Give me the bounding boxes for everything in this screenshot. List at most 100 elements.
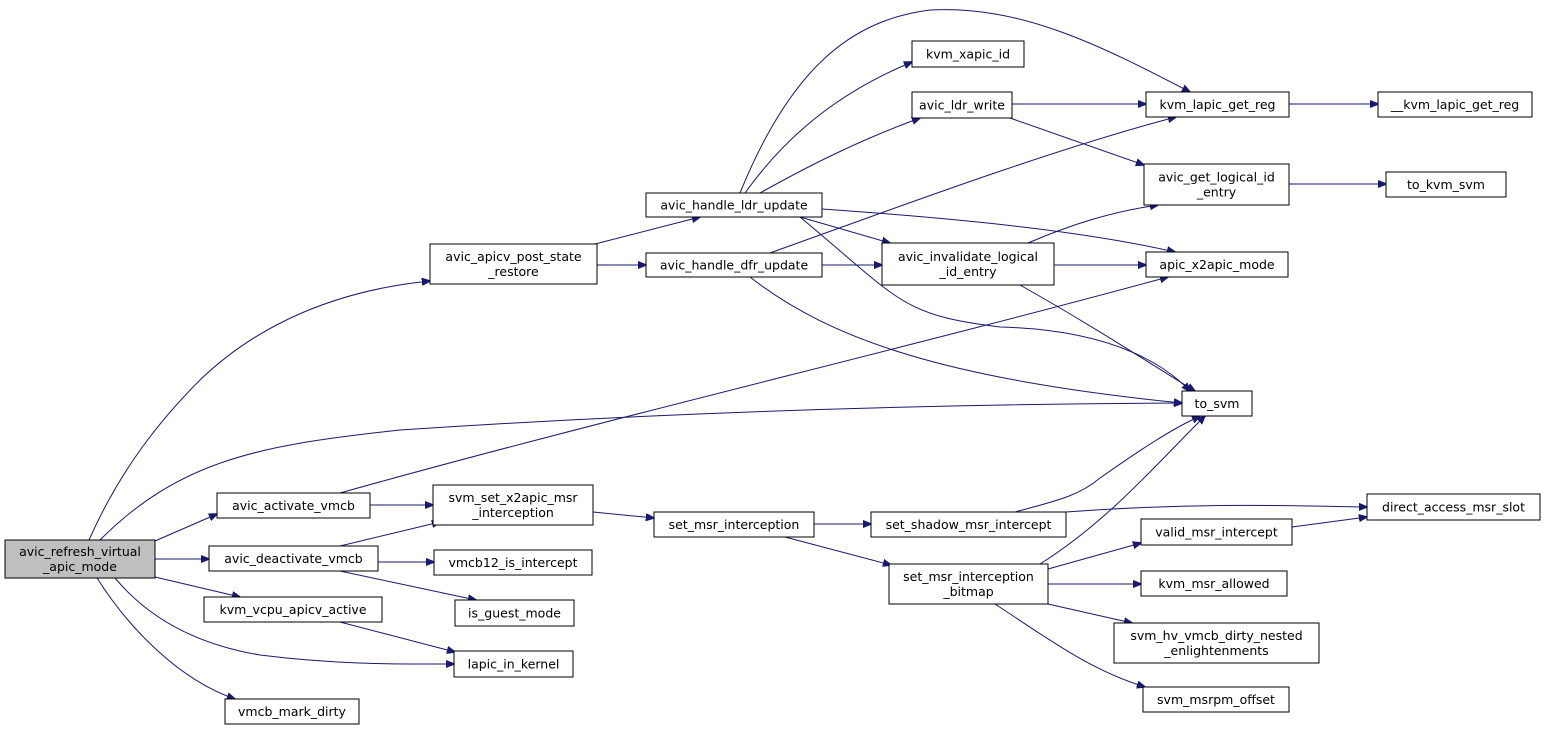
- edge-ldr_update-to-x2apic_mode: [821, 208, 1175, 252]
- edge-invalidate-to-to_svm: [1019, 284, 1195, 391]
- node-label: svm_msrpm_offset: [1157, 692, 1275, 707]
- edge-bitmap-to-msrpm: [994, 603, 1145, 687]
- edge-root-to-activate: [154, 514, 217, 542]
- node-x2apic-mode[interactable]: apic_x2apic_mode: [1145, 251, 1289, 278]
- node-box: [1366, 493, 1541, 521]
- edge-bitmap-to-valid_msr: [1047, 543, 1141, 570]
- edge-dfr_update-to-to_svm: [749, 276, 1182, 403]
- node-lapic-in-kernel[interactable]: lapic_in_kernel: [453, 650, 574, 678]
- node-box: [454, 599, 575, 627]
- node-box: [429, 243, 598, 285]
- node-mark-dirty[interactable]: vmcb_mark_dirty: [224, 698, 360, 725]
- node-box: [911, 91, 1013, 119]
- node-get-reg2[interactable]: __kvm_lapic_get_reg: [1377, 91, 1533, 118]
- edge-ldr_update-to-ldr_write: [759, 118, 920, 194]
- node-label: vmcb12_is_intercept: [448, 555, 577, 570]
- node-label: _entry: [1196, 185, 1237, 200]
- edge-shadow-to-to_svm: [1014, 416, 1200, 513]
- node-label: _id_entry: [939, 264, 998, 279]
- node-activate[interactable]: avic_activate_vmcb: [216, 492, 371, 519]
- node-label: vmcb_mark_dirty: [238, 704, 347, 719]
- node-label: set_msr_interception: [669, 517, 800, 532]
- node-guest-mode[interactable]: is_guest_mode: [454, 599, 575, 627]
- node-label: kvm_lapic_get_reg: [1160, 97, 1276, 112]
- node-label: to_kvm_svm: [1407, 177, 1485, 192]
- node-ldr-write[interactable]: avic_ldr_write: [911, 91, 1013, 119]
- node-msr-allowed[interactable]: kvm_msr_allowed: [1140, 570, 1288, 597]
- node-label: kvm_vcpu_apicv_active: [219, 602, 366, 617]
- edge-shadow-to-direct_slot: [1065, 505, 1367, 513]
- node-label: avic_invalidate_logical: [898, 249, 1038, 264]
- edge-activate-to-x2apic_mode: [339, 277, 1168, 494]
- node-box: [1140, 570, 1288, 597]
- node-ldr-update[interactable]: avic_handle_ldr_update: [645, 192, 823, 218]
- node-vmcb12[interactable]: vmcb12_is_intercept: [433, 549, 593, 576]
- nodes-layer: avic_refresh_virtual_apic_mode avic_apicv…: [4, 40, 1541, 725]
- node-box: [1140, 518, 1293, 546]
- node-label: avic_ldr_write: [919, 98, 1005, 113]
- edge-bitmap-to-hv_dirty: [1047, 603, 1132, 623]
- node-valid-msr[interactable]: valid_msr_intercept: [1140, 518, 1293, 546]
- node-to-svm[interactable]: to_svm: [1181, 390, 1253, 417]
- node-label: avic_activate_vmcb: [232, 498, 355, 513]
- edge-bitmap-to-to_svm: [1039, 416, 1205, 565]
- node-box: [881, 242, 1055, 286]
- edge-ldr_update-to-invalidate: [799, 216, 890, 243]
- edge-deactivate-to-x2apic_msr: [339, 522, 440, 547]
- node-label: avic_deactivate_vmcb: [224, 551, 363, 566]
- node-box: [216, 492, 371, 519]
- edge-root-to-post_restore: [88, 281, 430, 541]
- node-label: set_shadow_msr_intercept: [886, 517, 1052, 532]
- node-box: [1113, 622, 1320, 664]
- node-label: avic_apicv_post_state: [445, 249, 581, 264]
- node-kvm-svm[interactable]: to_kvm_svm: [1385, 171, 1507, 198]
- node-box: [203, 596, 383, 623]
- edges-layer: [88, 9, 1386, 699]
- node-xapic-id[interactable]: kvm_xapic_id: [911, 40, 1025, 68]
- node-get-reg[interactable]: kvm_lapic_get_reg: [1145, 91, 1290, 118]
- edge-deactivate-to-guest_mode: [339, 570, 476, 600]
- node-box: [1143, 163, 1290, 206]
- node-box: [1385, 171, 1507, 198]
- node-box: [208, 545, 379, 572]
- node-label: direct_access_msr_slot: [1382, 500, 1525, 515]
- node-root[interactable]: avic_refresh_virtual_apic_mode: [4, 539, 156, 579]
- node-x2apic-msr[interactable]: svm_set_x2apic_msr_interception: [432, 484, 594, 526]
- node-invalidate[interactable]: avic_invalidate_logical_id_entry: [881, 242, 1055, 286]
- node-dfr-update[interactable]: avic_handle_dfr_update: [645, 252, 823, 278]
- node-box: [1377, 91, 1533, 118]
- edge-ldr_write-to-logical_id: [1009, 117, 1144, 165]
- edge-valid_msr-to-direct_slot: [1291, 517, 1367, 528]
- node-msrpm[interactable]: svm_msrpm_offset: [1142, 686, 1290, 713]
- node-set-msr[interactable]: set_msr_interception: [653, 511, 815, 538]
- node-deactivate[interactable]: avic_deactivate_vmcb: [208, 545, 379, 572]
- node-box: [432, 484, 594, 526]
- node-direct-slot[interactable]: direct_access_msr_slot: [1366, 493, 1541, 521]
- edge-invalidate-to-logical_id: [1027, 205, 1158, 244]
- node-box: [888, 563, 1049, 605]
- node-label: _enlightenments: [1163, 643, 1268, 658]
- node-label: kvm_xapic_id: [926, 47, 1010, 62]
- node-box: [653, 511, 815, 538]
- node-post-restore[interactable]: avic_apicv_post_state_restore: [429, 243, 598, 285]
- node-label: _interception: [471, 505, 554, 520]
- node-box: [224, 698, 360, 725]
- node-label: svm_hv_vmcb_dirty_nested: [1130, 628, 1302, 643]
- node-apicv-active[interactable]: kvm_vcpu_apicv_active: [203, 596, 383, 623]
- node-logical-id[interactable]: avic_get_logical_id_entry: [1143, 163, 1290, 206]
- node-label: _apic_mode: [42, 559, 117, 574]
- edge-ldr_update-to-to_svm: [799, 216, 1190, 391]
- edge-apicv_active-to-lapic_in_kernel: [339, 621, 455, 652]
- edge-ldr_update-to-xapic_id: [744, 62, 912, 194]
- node-bitmap[interactable]: set_msr_interception_bitmap: [888, 563, 1049, 605]
- node-shadow[interactable]: set_shadow_msr_intercept: [870, 511, 1067, 538]
- node-box: [1145, 91, 1290, 118]
- node-box: [645, 252, 823, 278]
- node-label: _bitmap: [942, 584, 993, 599]
- node-box: [453, 650, 574, 678]
- node-hv-dirty[interactable]: svm_hv_vmcb_dirty_nested_enlightenments: [1113, 622, 1320, 664]
- edge-root-to-to_svm: [99, 403, 1182, 541]
- node-box: [1145, 251, 1289, 278]
- edge-root-to-lapic_in_kernel: [114, 577, 454, 664]
